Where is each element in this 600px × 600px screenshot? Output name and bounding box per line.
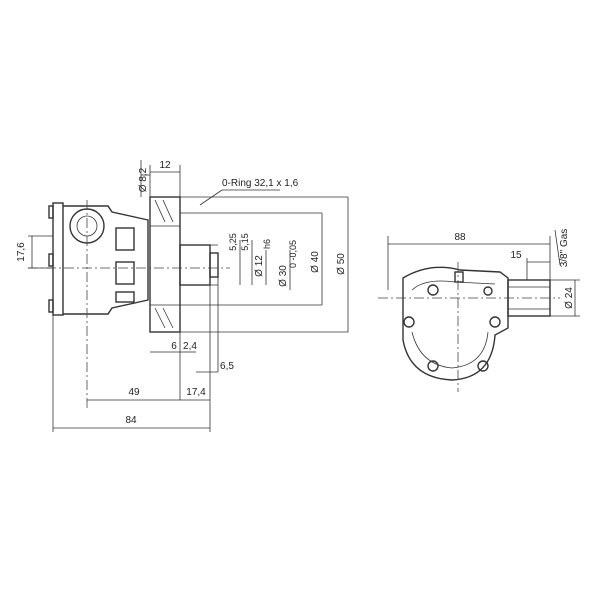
dim-84: 84 [125,415,137,426]
thread-label: 3/8" Gas [559,229,570,268]
dim-2-4: 2,4 [183,341,197,352]
dim-dia-30: Ø 30 [278,265,289,287]
dim-dia-50: Ø 50 [336,253,347,275]
dim-offset-left: 17,6 [16,242,27,262]
dim-17-4: 17,4 [186,387,206,398]
dim-6: 6 [171,341,177,352]
dim-flange-width: 12 [159,160,171,171]
mounting-flange [149,196,181,333]
pump-housing [402,266,551,381]
dim-shaft-5-15: 5,15 [240,233,250,251]
front-view: 88 15 3/8" Gas Ø 24 [378,229,580,392]
pump-body [48,202,149,316]
bolt-holes [403,284,501,372]
dim-6-5: 6,5 [220,361,234,372]
dim-dia-12-tol: h6 [262,239,272,249]
shaft [179,244,219,286]
dim-shaft-5-25: 5,25 [228,233,238,251]
dim-bolt-hole: Ø 8,2 [138,167,149,192]
dimension-lines [31,160,349,429]
side-view: 17,6 Ø 8,2 12 0-Ring 32,1 x 1,6 5,25 5,1… [16,160,349,432]
front-dimension-lines [387,229,580,317]
dim-dia-40: Ø 40 [310,251,321,273]
dim-49: 49 [128,387,140,398]
dim-15: 15 [510,250,522,261]
dim-dia-12: Ø 12 [254,255,265,277]
dim-dia-30-tol: 0 -0,05 [288,240,298,268]
dim-88: 88 [454,232,466,243]
extension-lines [28,165,348,432]
dim-dia-24: Ø 24 [564,287,575,309]
oring-label: 0-Ring 32,1 x 1,6 [222,178,299,189]
